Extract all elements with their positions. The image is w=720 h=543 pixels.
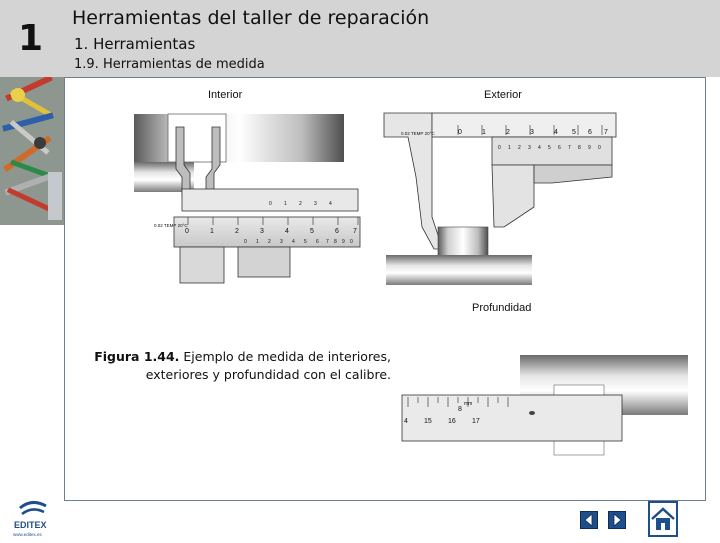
label-exterior: Exterior [484, 89, 522, 101]
svg-text:7: 7 [353, 228, 357, 235]
svg-text:4: 4 [404, 418, 408, 425]
depth-screw [529, 411, 535, 415]
editex-logo: EDITEX www.editex.es [10, 498, 56, 538]
svg-text:0: 0 [269, 201, 272, 207]
interior-main-beam [173, 216, 361, 248]
depth-scale-ticks [407, 397, 509, 407]
svg-text:1: 1 [284, 201, 287, 207]
page-subtitle: 1. Herramientas [74, 35, 196, 53]
svg-text:3: 3 [528, 145, 531, 151]
svg-text:6: 6 [558, 145, 561, 151]
interior-workpiece-top [134, 114, 344, 162]
figure-illustration: Interior 0 1 2 3 4 5 6 7 0 1 2 3 4 5 6 7… [134, 89, 688, 456]
svg-text:6: 6 [335, 228, 339, 235]
interior-main-scale [187, 217, 359, 225]
interior-lower-jaw [179, 246, 225, 284]
depth-unit-mm: mm [464, 401, 472, 407]
svg-text:2: 2 [518, 145, 521, 151]
svg-text:4: 4 [538, 145, 541, 151]
svg-text:16: 16 [448, 418, 456, 425]
svg-text:4: 4 [292, 239, 295, 245]
svg-text:5: 5 [548, 145, 551, 151]
svg-text:3: 3 [530, 129, 534, 136]
svg-text:8: 8 [334, 239, 337, 245]
svg-text:7: 7 [604, 129, 608, 136]
interior-thumb-wheel [237, 246, 291, 278]
svg-text:7: 7 [568, 145, 571, 151]
svg-text:1: 1 [482, 129, 486, 136]
svg-text:1: 1 [508, 145, 511, 151]
label-interior: Interior [208, 89, 243, 101]
svg-text:2: 2 [299, 201, 302, 207]
figure-caption: Figura 1.44. Ejemplo de medida de interi… [91, 348, 391, 384]
home-button[interactable] [648, 501, 678, 537]
svg-text:9: 9 [342, 239, 345, 245]
exterior-vernier-slider [491, 136, 613, 166]
depth-upper-number: 8 [458, 406, 462, 413]
caption-line-1: Ejemplo de medida de interiores, [179, 349, 391, 364]
section-title: 1.9. Herramientas de medida [74, 57, 265, 72]
svg-text:2: 2 [506, 129, 510, 136]
caption-line-2: exteriores y profundidad con el calibre. [145, 367, 391, 382]
exterior-main-scale [457, 125, 603, 135]
exterior-moving-jaw [491, 164, 535, 228]
interior-vernier-numbers: 0 1 2 3 4 5 6 7 8 9 0 [244, 239, 353, 245]
svg-text:1: 1 [256, 239, 259, 245]
exterior-main-beam [431, 112, 617, 138]
svg-text:2: 2 [235, 228, 239, 235]
svg-text:0: 0 [458, 129, 462, 136]
exterior-temp-label: 0.02 TEMP 20°C [401, 131, 435, 136]
page-title: Herramientas del taller de reparación [72, 7, 430, 29]
svg-text:9: 9 [588, 145, 591, 151]
svg-text:0: 0 [244, 239, 247, 245]
depth-scale-numbers: 4 15 16 17 [404, 418, 480, 425]
exterior-main-numbers: 0 1 2 3 4 5 6 7 [458, 129, 608, 136]
svg-text:5: 5 [310, 228, 314, 235]
header-bar [0, 0, 720, 77]
home-icon [651, 507, 675, 530]
svg-text:5: 5 [304, 239, 307, 245]
caption-bold: Figura 1.44. [94, 349, 180, 364]
svg-text:0: 0 [598, 145, 601, 151]
previous-button[interactable] [580, 511, 598, 529]
svg-text:5: 5 [572, 129, 576, 136]
svg-text:6: 6 [316, 239, 319, 245]
logo-text: EDITEX [14, 520, 47, 530]
svg-text:4: 4 [285, 228, 289, 235]
svg-text:3: 3 [260, 228, 264, 235]
svg-text:17: 17 [472, 418, 480, 425]
exterior-vernier-numbers: 0 1 2 3 4 5 6 7 8 9 0 [498, 145, 601, 151]
svg-text:3: 3 [280, 239, 283, 245]
interior-main-numbers: 0 1 2 3 4 5 6 7 [185, 228, 357, 235]
chapter-number: 1 [18, 18, 44, 59]
label-profundidad: Profundidad [472, 302, 531, 314]
tools-photo-image [0, 77, 64, 225]
svg-text:4: 4 [554, 129, 558, 136]
svg-text:0: 0 [498, 145, 501, 151]
arrow-right-icon [613, 513, 622, 527]
interior-upper-numbers: 0 1 2 3 4 [269, 201, 332, 207]
svg-text:0: 0 [350, 239, 353, 245]
svg-text:7: 7 [326, 239, 329, 245]
next-button[interactable] [608, 511, 626, 529]
exterior-base-plate [386, 255, 532, 285]
svg-text:15: 15 [424, 418, 432, 425]
logo-url-text: www.editex.es [13, 532, 43, 537]
svg-text:8: 8 [578, 145, 581, 151]
svg-text:3: 3 [314, 201, 317, 207]
svg-text:2: 2 [268, 239, 271, 245]
svg-text:6: 6 [588, 129, 592, 136]
svg-text:4: 4 [329, 201, 332, 207]
exterior-thumb-wheel [533, 164, 613, 184]
depth-caliper-beam [401, 394, 623, 442]
editex-logo-mark: EDITEX www.editex.es [13, 501, 47, 537]
svg-text:0: 0 [185, 228, 189, 235]
svg-text:1: 1 [210, 228, 214, 235]
tools-photo [0, 77, 64, 225]
interior-upper-slider [181, 188, 359, 212]
arrow-left-icon [584, 513, 593, 527]
interior-temp-label: 0.02 TEMP 20°C [154, 223, 188, 228]
